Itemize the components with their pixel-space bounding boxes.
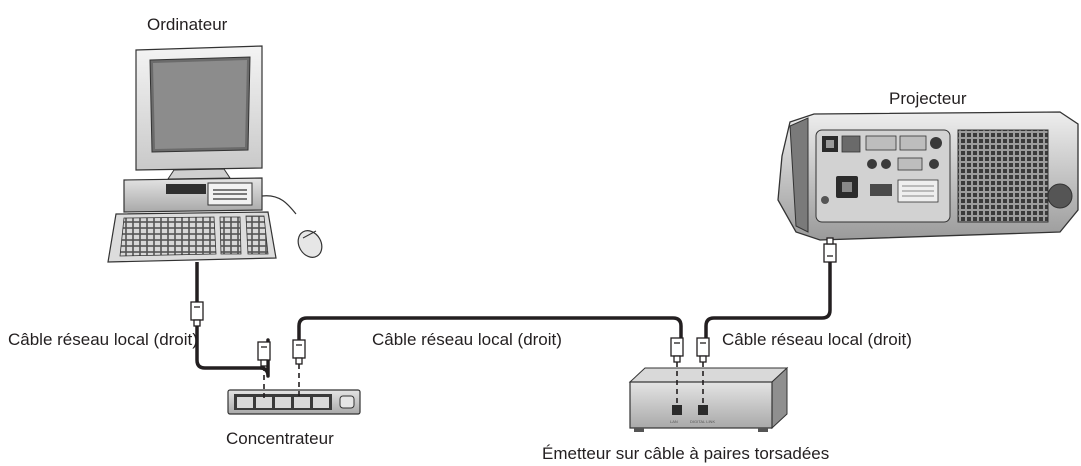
mouse-icon (261, 195, 323, 258)
cable-label-left: Câble réseau local (droit) (8, 330, 198, 349)
cable-label-middle: Câble réseau local (droit) (372, 330, 562, 349)
monitor-icon (135, 45, 263, 180)
plug-transmitter-digital-link (696, 337, 710, 363)
transmitter-label: Émetteur sur câble à paires torsadées (542, 444, 829, 463)
rj45-plug-icons (190, 237, 837, 367)
projector-label: Projecteur (889, 89, 967, 108)
cable-computer-to-hub (195, 324, 270, 378)
computer-label: Ordinateur (147, 15, 228, 34)
cable-stubs (195, 238, 832, 302)
hub-label: Concentrateur (226, 429, 334, 448)
hub-illustration (227, 389, 361, 415)
keyboard-icon (107, 211, 277, 263)
plug-projector (823, 237, 837, 263)
plug-hub-right (292, 339, 306, 365)
plug-hub-left (257, 341, 271, 367)
computer-illustration (107, 45, 323, 263)
cable-label-right: Câble réseau local (droit) (722, 330, 912, 349)
cables (195, 260, 832, 378)
plug-transmitter-lan (670, 337, 684, 363)
port-label-digital-link: DIGITAL LINK (690, 419, 715, 424)
cable-transmitter-to-projector (704, 260, 832, 342)
connection-guides (263, 362, 704, 404)
projector-lan-port-icon (822, 136, 838, 152)
cable-hub-to-transmitter (297, 316, 683, 344)
desktop-case-icon (123, 177, 263, 213)
projector-illustration (777, 111, 1079, 241)
transmitter-illustration: LAN DIGITAL LINK (628, 366, 789, 432)
port-label-lan: LAN (670, 419, 678, 424)
plug-computer (190, 301, 204, 327)
